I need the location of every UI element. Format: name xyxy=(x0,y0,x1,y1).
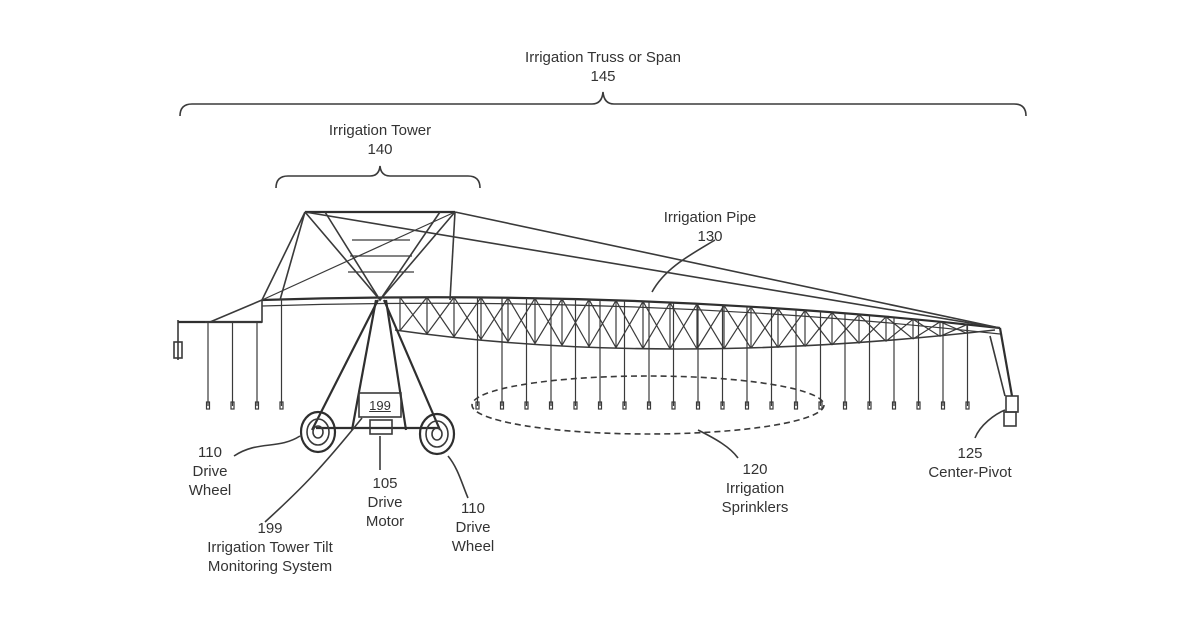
leader-sprinklers xyxy=(698,430,738,458)
drive-wheel-right-num: 110 xyxy=(443,499,503,518)
drive-wheel-right-label: 110 Drive Wheel xyxy=(443,499,503,556)
drive-motor-label: 105 Drive Motor xyxy=(355,474,415,531)
drive-motor-line1: Drive xyxy=(355,493,415,512)
truss-diagonal xyxy=(778,309,805,347)
leader-wheel-right xyxy=(448,456,468,498)
truss-num: 145 xyxy=(478,67,728,86)
tilt-system-label: 199 Irrigation Tower Tilt Monitoring Sys… xyxy=(180,519,360,576)
leader-pivot xyxy=(975,410,1005,438)
sprinklers-line2: Sprinklers xyxy=(705,498,805,517)
pipe-name: Irrigation Pipe xyxy=(640,208,780,227)
center-pivot-num: 125 xyxy=(915,444,1025,463)
center-pivot-name: Center-Pivot xyxy=(915,463,1025,482)
drive-wheel-right-line1: Drive xyxy=(443,518,503,537)
tilt-system-line1: Irrigation Tower Tilt xyxy=(180,538,360,557)
truss-label: Irrigation Truss or Span 145 xyxy=(478,48,728,86)
drive-wheel-left-num: 110 xyxy=(180,443,240,462)
tower-name: Irrigation Tower xyxy=(300,121,460,140)
truss-diagonal xyxy=(805,310,832,345)
tilt-system-line2: Monitoring System xyxy=(180,557,360,576)
sprinklers-label: 120 Irrigation Sprinklers xyxy=(705,460,805,517)
truss-diagonal xyxy=(859,315,886,342)
truss-name: Irrigation Truss or Span xyxy=(478,48,728,67)
pipe-num: 130 xyxy=(640,227,780,246)
tower-label: Irrigation Tower 140 xyxy=(300,121,460,159)
drive-wheel-left-line2: Wheel xyxy=(180,481,240,500)
tilt-system-num: 199 xyxy=(180,519,360,538)
sprinklers-num: 120 xyxy=(705,460,805,479)
pivot-structure xyxy=(174,212,1018,454)
truss-diagonal xyxy=(886,317,913,339)
center-pivot-label: 125 Center-Pivot xyxy=(915,444,1025,482)
sprinklers-line1: Irrigation xyxy=(705,479,805,498)
drive-wheel-left-label: 110 Drive Wheel xyxy=(180,443,240,500)
drive-wheel-right-line2: Wheel xyxy=(443,537,503,556)
drive-motor-line2: Motor xyxy=(355,512,415,531)
tower-brace xyxy=(276,166,480,188)
wheel-right xyxy=(420,414,454,454)
leader-wheel-left xyxy=(234,436,300,456)
tower-num: 140 xyxy=(300,140,460,159)
pipe-label: Irrigation Pipe 130 xyxy=(640,208,780,246)
truss-diagonal xyxy=(778,310,805,347)
drive-wheel-left-line1: Drive xyxy=(180,462,240,481)
box-199-text: 199 xyxy=(369,398,391,413)
truss-brace xyxy=(180,92,1026,116)
box-199-label: 199 xyxy=(359,396,401,415)
drive-motor-num: 105 xyxy=(355,474,415,493)
